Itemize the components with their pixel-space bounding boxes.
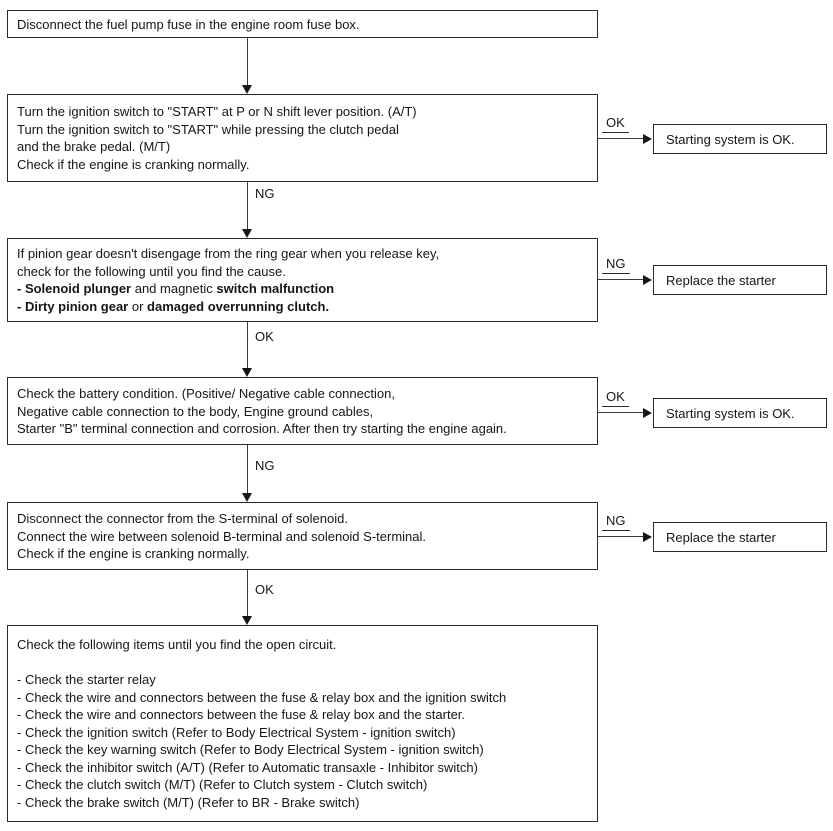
bold-text: damaged overrunning clutch.: [147, 298, 330, 314]
connector-down-line: [247, 570, 248, 616]
branch-label-ok: OK: [602, 115, 629, 133]
step-open-circuit-checklist: Check the following items until you find…: [7, 625, 598, 822]
bold-text: - Dirty pinion gear: [17, 298, 129, 314]
step-text-line: If pinion gear doesn't disengage from th…: [17, 246, 440, 261]
checklist-item: - Check the key warning switch (Refer to…: [17, 742, 484, 757]
result-text: Replace the starter: [666, 272, 776, 288]
arrow-down-icon: [242, 229, 252, 238]
step-text-line: - Dirty pinion gear or damaged overrunni…: [17, 298, 588, 316]
result-starting-system-ok-2: Starting system is OK.: [653, 398, 827, 428]
bold-text: switch malfunction: [216, 281, 335, 296]
checklist-item: - Check the brake switch (M/T) (Refer to…: [17, 794, 360, 810]
bold-text: - Solenoid plunger: [17, 281, 132, 296]
checklist-item: - Check the inhibitor switch (A/T) (Refe…: [17, 759, 478, 775]
step-text-line: Check if the engine is cranking normally…: [17, 546, 250, 561]
connector-down-line: [247, 322, 248, 368]
step-text-line: Check if the engine is cranking normally…: [17, 156, 250, 172]
branch-label-ng: NG: [602, 256, 630, 274]
checklist-item: - Check the wire and connectors between …: [17, 707, 466, 722]
arrow-down-icon: [242, 493, 252, 502]
arrow-right-icon: [643, 408, 652, 418]
branch-label-ng: NG: [255, 458, 275, 473]
plain-text: or: [128, 298, 148, 314]
step-solenoid-jumper-check: Disconnect the connector from the S-term…: [7, 502, 598, 570]
result-starting-system-ok-1: Starting system is OK.: [653, 124, 827, 154]
result-replace-starter-1: Replace the starter: [653, 265, 827, 295]
step-ignition-start-check: Turn the ignition switch to "START" at P…: [7, 94, 598, 182]
step-text-line: Check the following items until you find…: [17, 637, 337, 652]
connector-down-line: [247, 38, 248, 85]
step-text-line: Disconnect the fuel pump fuse in the eng…: [17, 17, 360, 32]
arrow-right-icon: [643, 532, 652, 542]
result-replace-starter-2: Replace the starter: [653, 522, 827, 552]
checklist-item: - Check the wire and connectors between …: [17, 689, 507, 705]
checklist-item: - Check the clutch switch (M/T) (Refer t…: [17, 777, 428, 792]
result-text: Starting system is OK.: [666, 131, 795, 147]
step-text-line: check for the following until you find t…: [17, 263, 286, 279]
arrow-down-icon: [242, 368, 252, 377]
connector-down-line: [247, 182, 248, 229]
step-battery-condition-check: Check the battery condition. (Positive/ …: [7, 377, 598, 445]
arrow-right-icon: [643, 275, 652, 285]
step-text-line: Negative cable connection to the body, E…: [17, 403, 374, 419]
arrow-down-icon: [242, 85, 252, 94]
branch-label-ok: OK: [602, 389, 629, 407]
step-text-line: Turn the ignition switch to "START" whil…: [17, 121, 399, 137]
branch-label-ng: NG: [602, 513, 630, 531]
checklist-item: - Check the starter relay: [17, 672, 156, 687]
branch-label-ok: OK: [255, 329, 274, 344]
step-text-line: Starter "B" terminal connection and corr…: [17, 421, 507, 436]
connector-right-line: [598, 412, 644, 413]
step-text-line: Turn the ignition switch to "START" at P…: [17, 104, 417, 119]
connector-right-line: [598, 138, 644, 139]
step-text-line: and the brake pedal. (M/T): [17, 139, 171, 154]
connector-down-line: [247, 445, 248, 493]
connector-right-line: [598, 536, 644, 537]
step-text-line: Check the battery condition. (Positive/ …: [17, 386, 395, 401]
result-text: Replace the starter: [666, 529, 776, 545]
step-disconnect-fuel-pump-fuse: Disconnect the fuel pump fuse in the eng…: [7, 10, 598, 38]
step-text-line: Connect the wire between solenoid B-term…: [17, 528, 426, 544]
checklist-item: - Check the ignition switch (Refer to Bo…: [17, 724, 456, 740]
connector-right-line: [598, 279, 644, 280]
result-text: Starting system is OK.: [666, 405, 795, 421]
step-pinion-gear-check: If pinion gear doesn't disengage from th…: [7, 238, 598, 322]
arrow-right-icon: [643, 134, 652, 144]
step-text-line: Disconnect the connector from the S-term…: [17, 511, 348, 526]
plain-text: and magnetic: [131, 281, 217, 296]
blank-line: [17, 654, 588, 672]
branch-label-ok: OK: [255, 582, 274, 597]
branch-label-ng: NG: [255, 186, 275, 201]
arrow-down-icon: [242, 616, 252, 625]
step-text-line: - Solenoid plunger and magnetic switch m…: [17, 280, 588, 298]
